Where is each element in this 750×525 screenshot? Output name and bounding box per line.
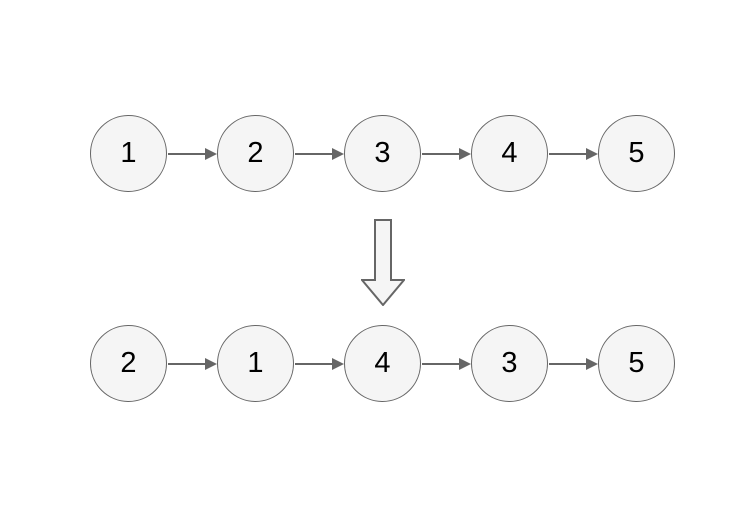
next-pointer-arrow-icon <box>422 148 471 160</box>
next-pointer-arrow-icon <box>168 358 217 370</box>
arrowhead-icon <box>586 148 598 160</box>
node-after-3: 3 <box>471 325 548 402</box>
next-pointer-arrow-icon <box>295 148 344 160</box>
next-pointer-arrow-icon <box>168 148 217 160</box>
arrowhead-icon <box>332 358 344 370</box>
transform-down-arrow-icon <box>361 219 405 306</box>
arrow-line <box>295 363 334 365</box>
node-before-4: 5 <box>598 115 675 192</box>
arrow-line <box>422 153 461 155</box>
next-pointer-arrow-icon <box>549 358 598 370</box>
arrow-line <box>295 153 334 155</box>
node-before-0: 1 <box>90 115 167 192</box>
arrowhead-icon <box>459 148 471 160</box>
node-after-0: 2 <box>90 325 167 402</box>
node-before-2: 3 <box>344 115 421 192</box>
arrow-line <box>422 363 461 365</box>
node-after-2: 4 <box>344 325 421 402</box>
node-before-1: 2 <box>217 115 294 192</box>
arrowhead-icon <box>205 358 217 370</box>
arrowhead-icon <box>332 148 344 160</box>
node-after-4: 5 <box>598 325 675 402</box>
arrow-line <box>549 363 588 365</box>
arrowhead-icon <box>205 148 217 160</box>
arrow-line <box>168 363 207 365</box>
node-after-1: 1 <box>217 325 294 402</box>
arrowhead-icon <box>586 358 598 370</box>
arrow-line <box>168 153 207 155</box>
arrowhead-icon <box>459 358 471 370</box>
arrow-line <box>549 153 588 155</box>
node-before-3: 4 <box>471 115 548 192</box>
next-pointer-arrow-icon <box>295 358 344 370</box>
next-pointer-arrow-icon <box>422 358 471 370</box>
next-pointer-arrow-icon <box>549 148 598 160</box>
